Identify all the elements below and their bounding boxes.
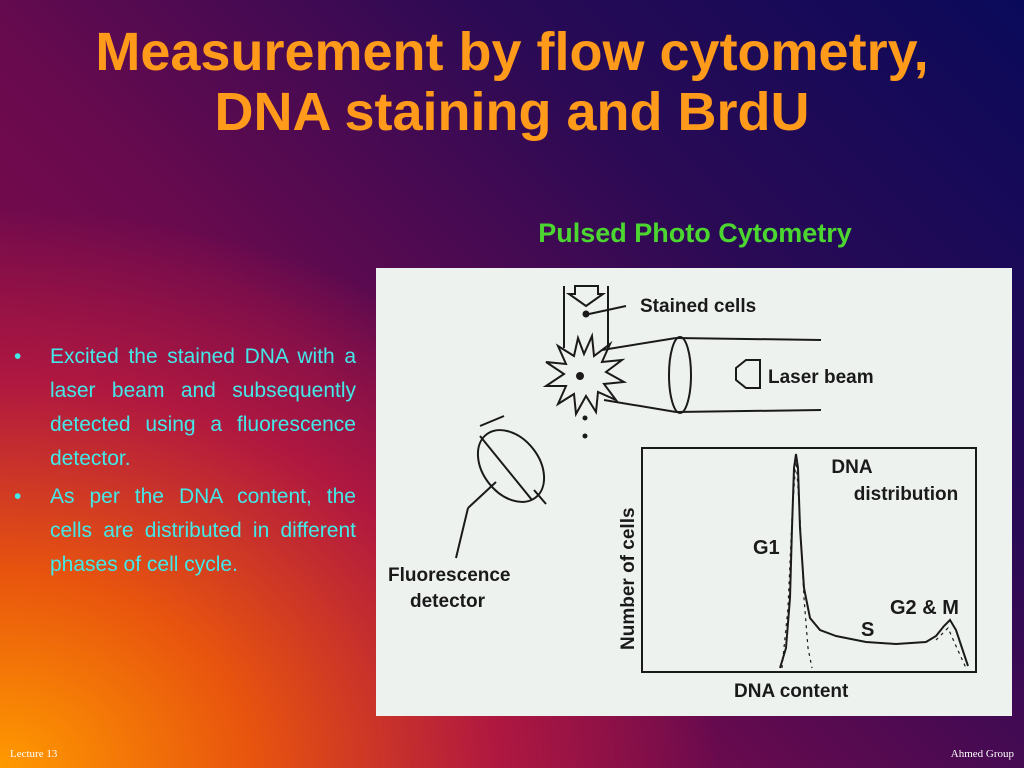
laser-beam <box>601 336 822 414</box>
footer-lecture: Lecture 13 <box>10 748 58 760</box>
bullet-item: • As per the DNA content, the cells are … <box>14 480 356 582</box>
bullet-dot: • <box>14 485 22 508</box>
bullet-text: As per the DNA content, the cells are di… <box>50 485 356 576</box>
figure-subtitle: Pulsed Photo Cytometry <box>538 218 852 248</box>
label-fluorescence: Fluorescence <box>388 565 511 586</box>
flow-cytometry-diagram: Stained cells Laser beam Fluorescence de… <box>388 285 977 702</box>
footer-author: Ahmed Group <box>950 748 1014 760</box>
label-stained-cells: Stained cells <box>640 296 756 317</box>
bullet-list: • Excited the stained DNA with a laser b… <box>14 340 356 586</box>
slide-title: Measurement by flow cytometry, DNA stain… <box>0 22 1024 142</box>
histogram-dashed-envelope <box>781 457 967 669</box>
title-line-1: Measurement by flow cytometry, <box>95 22 929 82</box>
laser-arrow-icon <box>735 359 761 389</box>
label-detector: detector <box>410 591 486 612</box>
label-distribution: distribution <box>854 484 958 505</box>
y-axis-label: Number of cells <box>618 507 639 650</box>
flow-tube <box>563 285 627 439</box>
bullet-dot: • <box>14 345 22 368</box>
focusing-lens <box>668 336 692 414</box>
excited-cell-starburst <box>542 332 628 418</box>
label-dna: DNA <box>831 457 872 478</box>
histogram-frame <box>641 447 977 673</box>
x-axis-label: DNA content <box>734 681 849 702</box>
bullet-item: • Excited the stained DNA with a laser b… <box>14 340 356 476</box>
cell-dot <box>576 372 584 380</box>
label-laser-beam: Laser beam <box>768 367 874 388</box>
fluorescence-detector-icon <box>455 415 547 559</box>
bullet-text: Excited the stained DNA with a laser bea… <box>50 345 356 470</box>
label-s-phase: S <box>861 619 874 641</box>
title-line-2: DNA staining and BrdU <box>214 82 810 142</box>
dna-histogram-curve <box>779 453 969 669</box>
flow-cytometry-figure: Stained cells Laser beam Fluorescence de… <box>376 268 1012 716</box>
label-g1: G1 <box>753 537 780 559</box>
label-g2m: G2 & M <box>890 597 959 619</box>
